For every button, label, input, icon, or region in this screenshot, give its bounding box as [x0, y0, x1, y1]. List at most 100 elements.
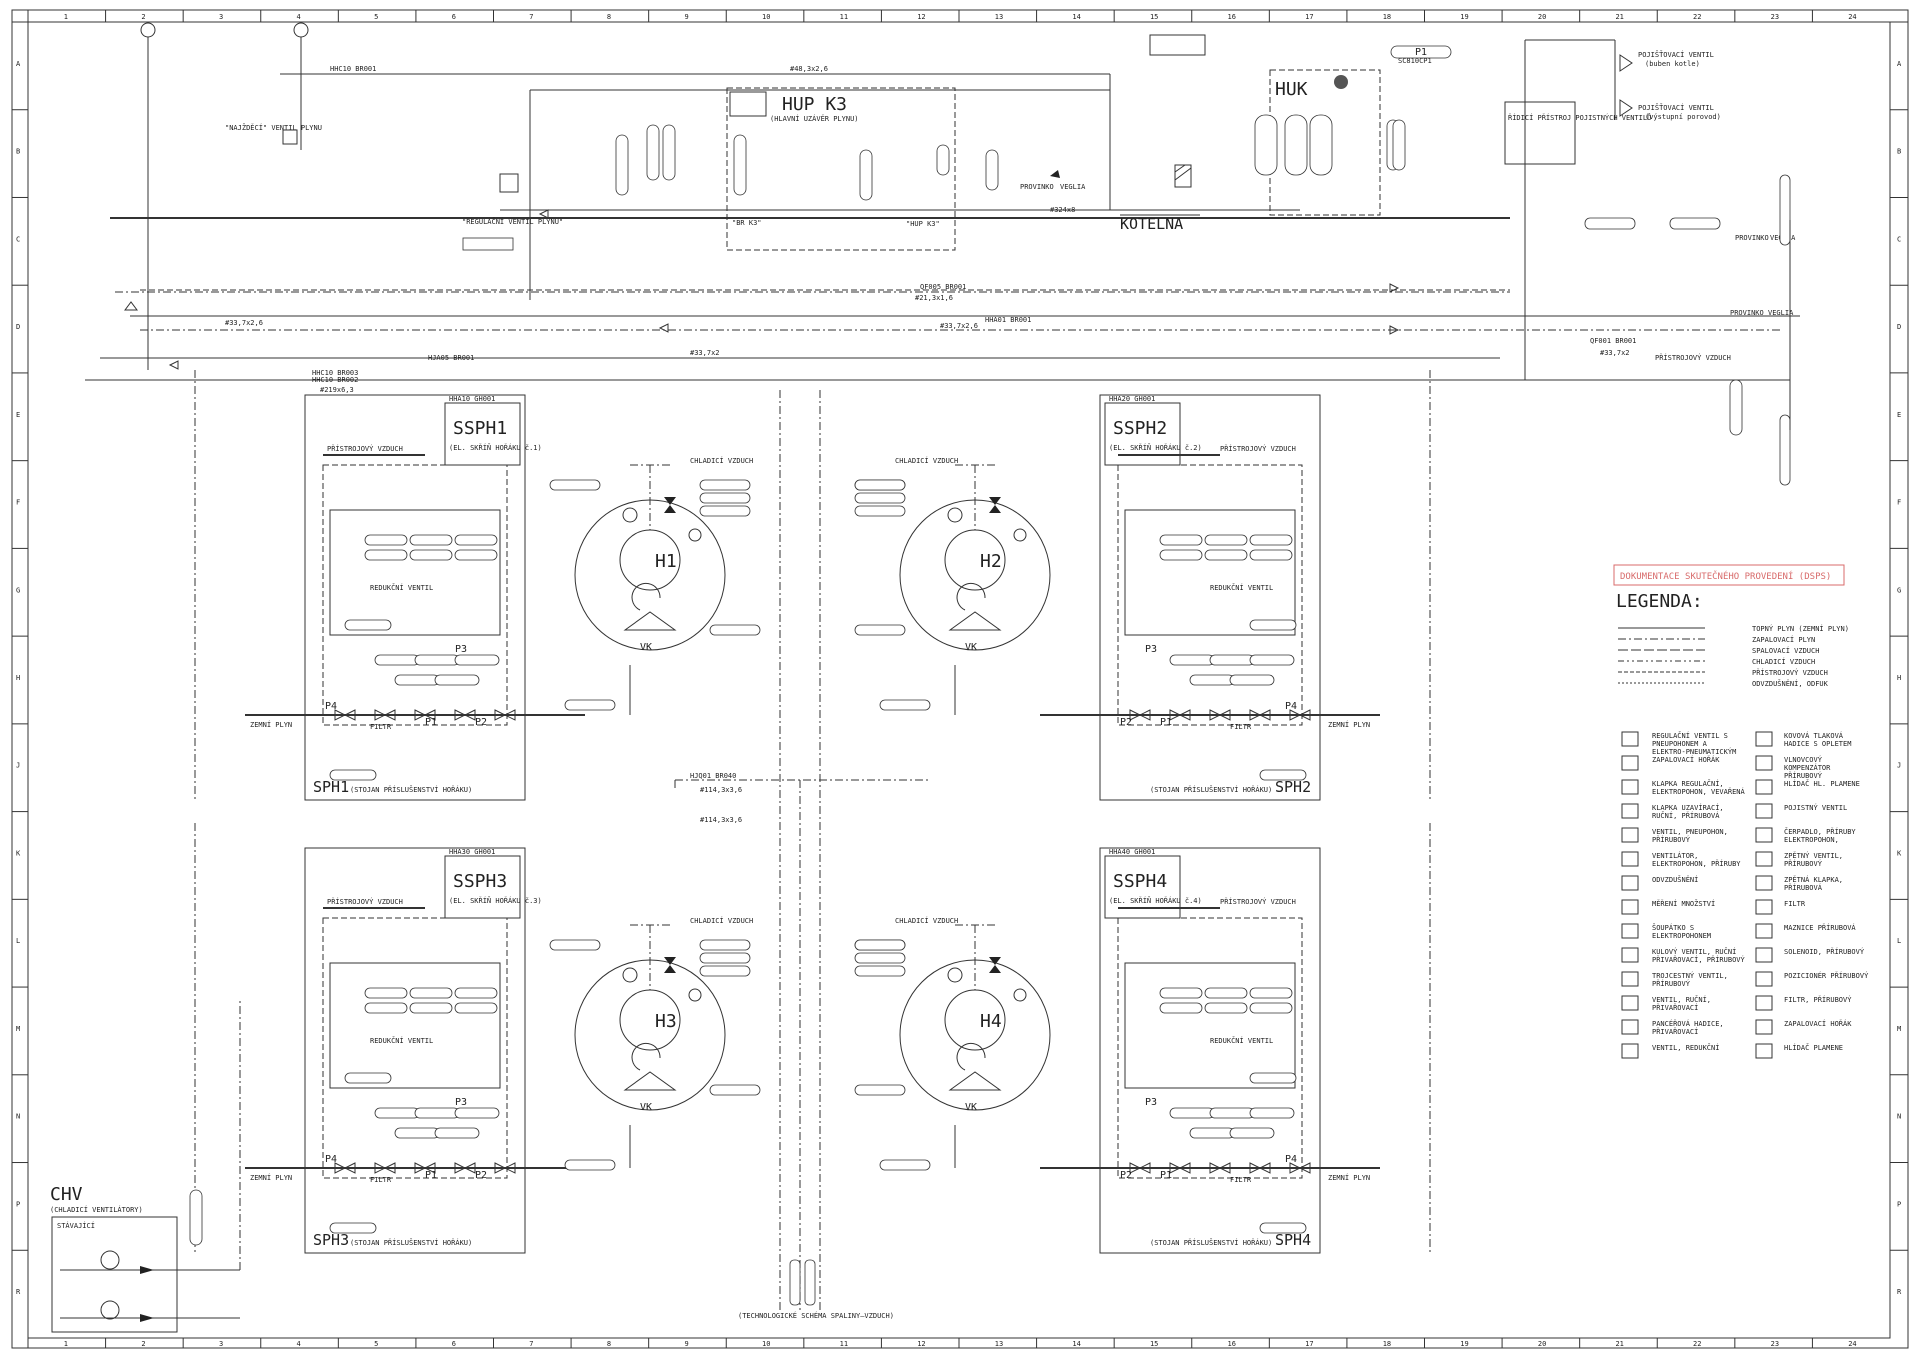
column-label: 12 — [917, 1340, 925, 1348]
sph-title: SPH3 — [313, 1231, 349, 1249]
legend-symbol-icon — [1621, 755, 1639, 771]
zemni-plyn-label: ZEMNÍ PLYN — [250, 1173, 292, 1182]
column-label: 17 — [1305, 1340, 1313, 1348]
legend-line-label: TOPNÝ PLYN (ZEMNÍ PLYN) — [1752, 624, 1849, 633]
legend-line-label: ZAPALOVACÍ PLYN — [1752, 635, 1815, 644]
p3-label: P3 — [1145, 1097, 1157, 1108]
gauge-icon — [1013, 528, 1027, 542]
legend-symbol-icon — [1621, 779, 1639, 795]
legend-left-label: VENTIL, REDUKČNÍ — [1652, 1043, 1719, 1052]
center-pipe-2: #114,3x3,6 — [700, 816, 742, 824]
safety-valve-2-sub: (výstupní porovod) — [1645, 113, 1721, 121]
pristroj-label: PŘÍSTROJOVÝ VZDUCH — [327, 444, 403, 453]
column-label: 7 — [529, 1340, 533, 1348]
dsps-stamp — [1613, 564, 1845, 586]
column-label: 11 — [840, 13, 848, 21]
center-pipe-1: #114,3x3,6 — [700, 786, 742, 794]
pipe-label-2: #33,7x2,6 — [225, 319, 263, 327]
column-label: 19 — [1460, 1340, 1468, 1348]
burner-label: H2 — [980, 551, 1002, 572]
burner-label: H4 — [980, 1011, 1002, 1032]
ssph-subtitle: (EL. SKŘÍŇ HOŘÁKU č.2) — [1109, 443, 1202, 452]
column-label: 1 — [64, 13, 68, 21]
row-label: P — [16, 1200, 20, 1208]
legend-right-label: HLÍDAČ HL. PLAMENE — [1784, 779, 1860, 788]
column-label: 20 — [1538, 13, 1546, 21]
legend-left-label: ODVZDUŠNĚNÍ — [1652, 875, 1698, 884]
red-valve-label: REDUKČNÍ VENTIL — [370, 583, 433, 592]
column-label: 2 — [141, 1340, 145, 1348]
column-label: 8 — [607, 1340, 611, 1348]
tag-hhc10-br002: HHC10 BR002 — [312, 376, 358, 384]
provino-label-3: PROVINKO — [1730, 309, 1764, 317]
sph-title: SPH1 — [313, 778, 349, 796]
row-label: H — [1897, 674, 1901, 682]
column-label: 12 — [917, 13, 925, 21]
sph-title: SPH2 — [1275, 778, 1311, 796]
br-k3-label: "BR K3" — [732, 219, 762, 227]
huk-title: HUK — [1275, 79, 1308, 100]
row-label: E — [16, 411, 20, 419]
row-label: F — [16, 499, 20, 507]
row-label: J — [1897, 762, 1901, 770]
legend-left-label: VENTIL, RUČNÍ,PŘIVAŘOVACÍ — [1652, 995, 1711, 1012]
legend-symbol-icon — [1755, 755, 1773, 771]
legend-left-label: PANCÉŘOVÁ HADICE,PŘIVAŘOVACÍ — [1652, 1019, 1724, 1036]
fan-icon — [100, 1300, 120, 1320]
p1-label: P1 — [1160, 717, 1172, 728]
column-label: 17 — [1305, 13, 1313, 21]
row-label: H — [16, 674, 20, 682]
legend-symbol-icon — [1621, 971, 1639, 987]
chladici-vzduch-label: CHLADICÍ VZDUCH — [690, 916, 753, 925]
legend-symbol-icon — [1755, 731, 1773, 747]
p2-label: P2 — [475, 717, 487, 728]
legend-symbol-icon — [1621, 1043, 1639, 1059]
legend-right-label: HLÍDAČ PLAMENE — [1784, 1043, 1843, 1052]
row-label: A — [1897, 60, 1902, 68]
hup-k3-box — [726, 87, 956, 251]
burner-label: H3 — [655, 1011, 677, 1032]
burner-unit-ssph4: SSPH4(EL. SKŘÍŇ HOŘÁKU č.4)HHA40 GH001PŘ… — [854, 823, 1431, 1254]
column-label: 15 — [1150, 1340, 1158, 1348]
row-label: G — [1897, 586, 1901, 594]
column-label: 15 — [1150, 13, 1158, 21]
row-label: R — [1897, 1288, 1902, 1296]
legend: DOKUMENTACE SKUTEČNÉHO PROVEDENÍ (DSPS) … — [1613, 564, 1869, 1059]
legend-right-label: SOLENOID, PŘÍRUBOVÝ — [1784, 947, 1865, 956]
pipe-label-top: #48,3x2,6 — [790, 65, 828, 73]
veglia-label-1: VEGLIA — [1060, 183, 1086, 191]
column-label: 11 — [840, 1340, 848, 1348]
legend-symbol-icon — [1755, 1043, 1773, 1059]
pipe-label-3: #33,7x2 — [690, 349, 720, 357]
row-label: D — [16, 323, 20, 331]
legend-symbol-icon — [1755, 803, 1773, 819]
row-label: N — [1897, 1113, 1901, 1121]
column-label: 9 — [684, 1340, 688, 1348]
legend-symbol-icon — [1621, 875, 1639, 891]
column-label: 9 — [684, 13, 688, 21]
legend-line-label: SPALOVACÍ VZDUCH — [1752, 646, 1819, 655]
chv-title: CHV — [50, 1184, 83, 1205]
burner-h1 — [574, 499, 726, 651]
column-label: 24 — [1848, 1340, 1856, 1348]
ssph-subtitle: (EL. SKŘÍŇ HOŘÁKU č.1) — [449, 443, 542, 452]
ssph-subtitle: (EL. SKŘÍŇ HOŘÁKU č.3) — [449, 896, 542, 905]
column-label: 1 — [64, 1340, 68, 1348]
row-label: B — [16, 148, 20, 156]
vk-label: VK — [640, 642, 652, 653]
legend-left-label: KLAPKA REGULAČNÍ,ELEKTROPOHON, VEVAŘENÁ — [1652, 779, 1746, 796]
legend-symbol-icon — [1621, 827, 1639, 843]
row-label: C — [16, 235, 20, 243]
legend-line-label: PŘÍSTROJOVÝ VZDUCH — [1752, 668, 1828, 677]
sheet-border-outer — [11, 9, 1909, 1349]
ssph-gh: HHA30 GH001 — [449, 848, 495, 856]
kotelna-label: KOTELNA — [1120, 215, 1183, 233]
hup-subtitle: (HLAVNÍ UZÁVĚR PLYNU) — [770, 114, 859, 123]
red-valve-label: REDUKČNÍ VENTIL — [370, 1036, 433, 1045]
burner-unit-ssph1: SSPH1(EL. SKŘÍŇ HOŘÁKU č.1)HHA10 GH001PŘ… — [194, 370, 761, 801]
tag-hha01-br001: HHA01 BR001 — [985, 316, 1031, 324]
legend-symbol-icon — [1755, 875, 1773, 891]
